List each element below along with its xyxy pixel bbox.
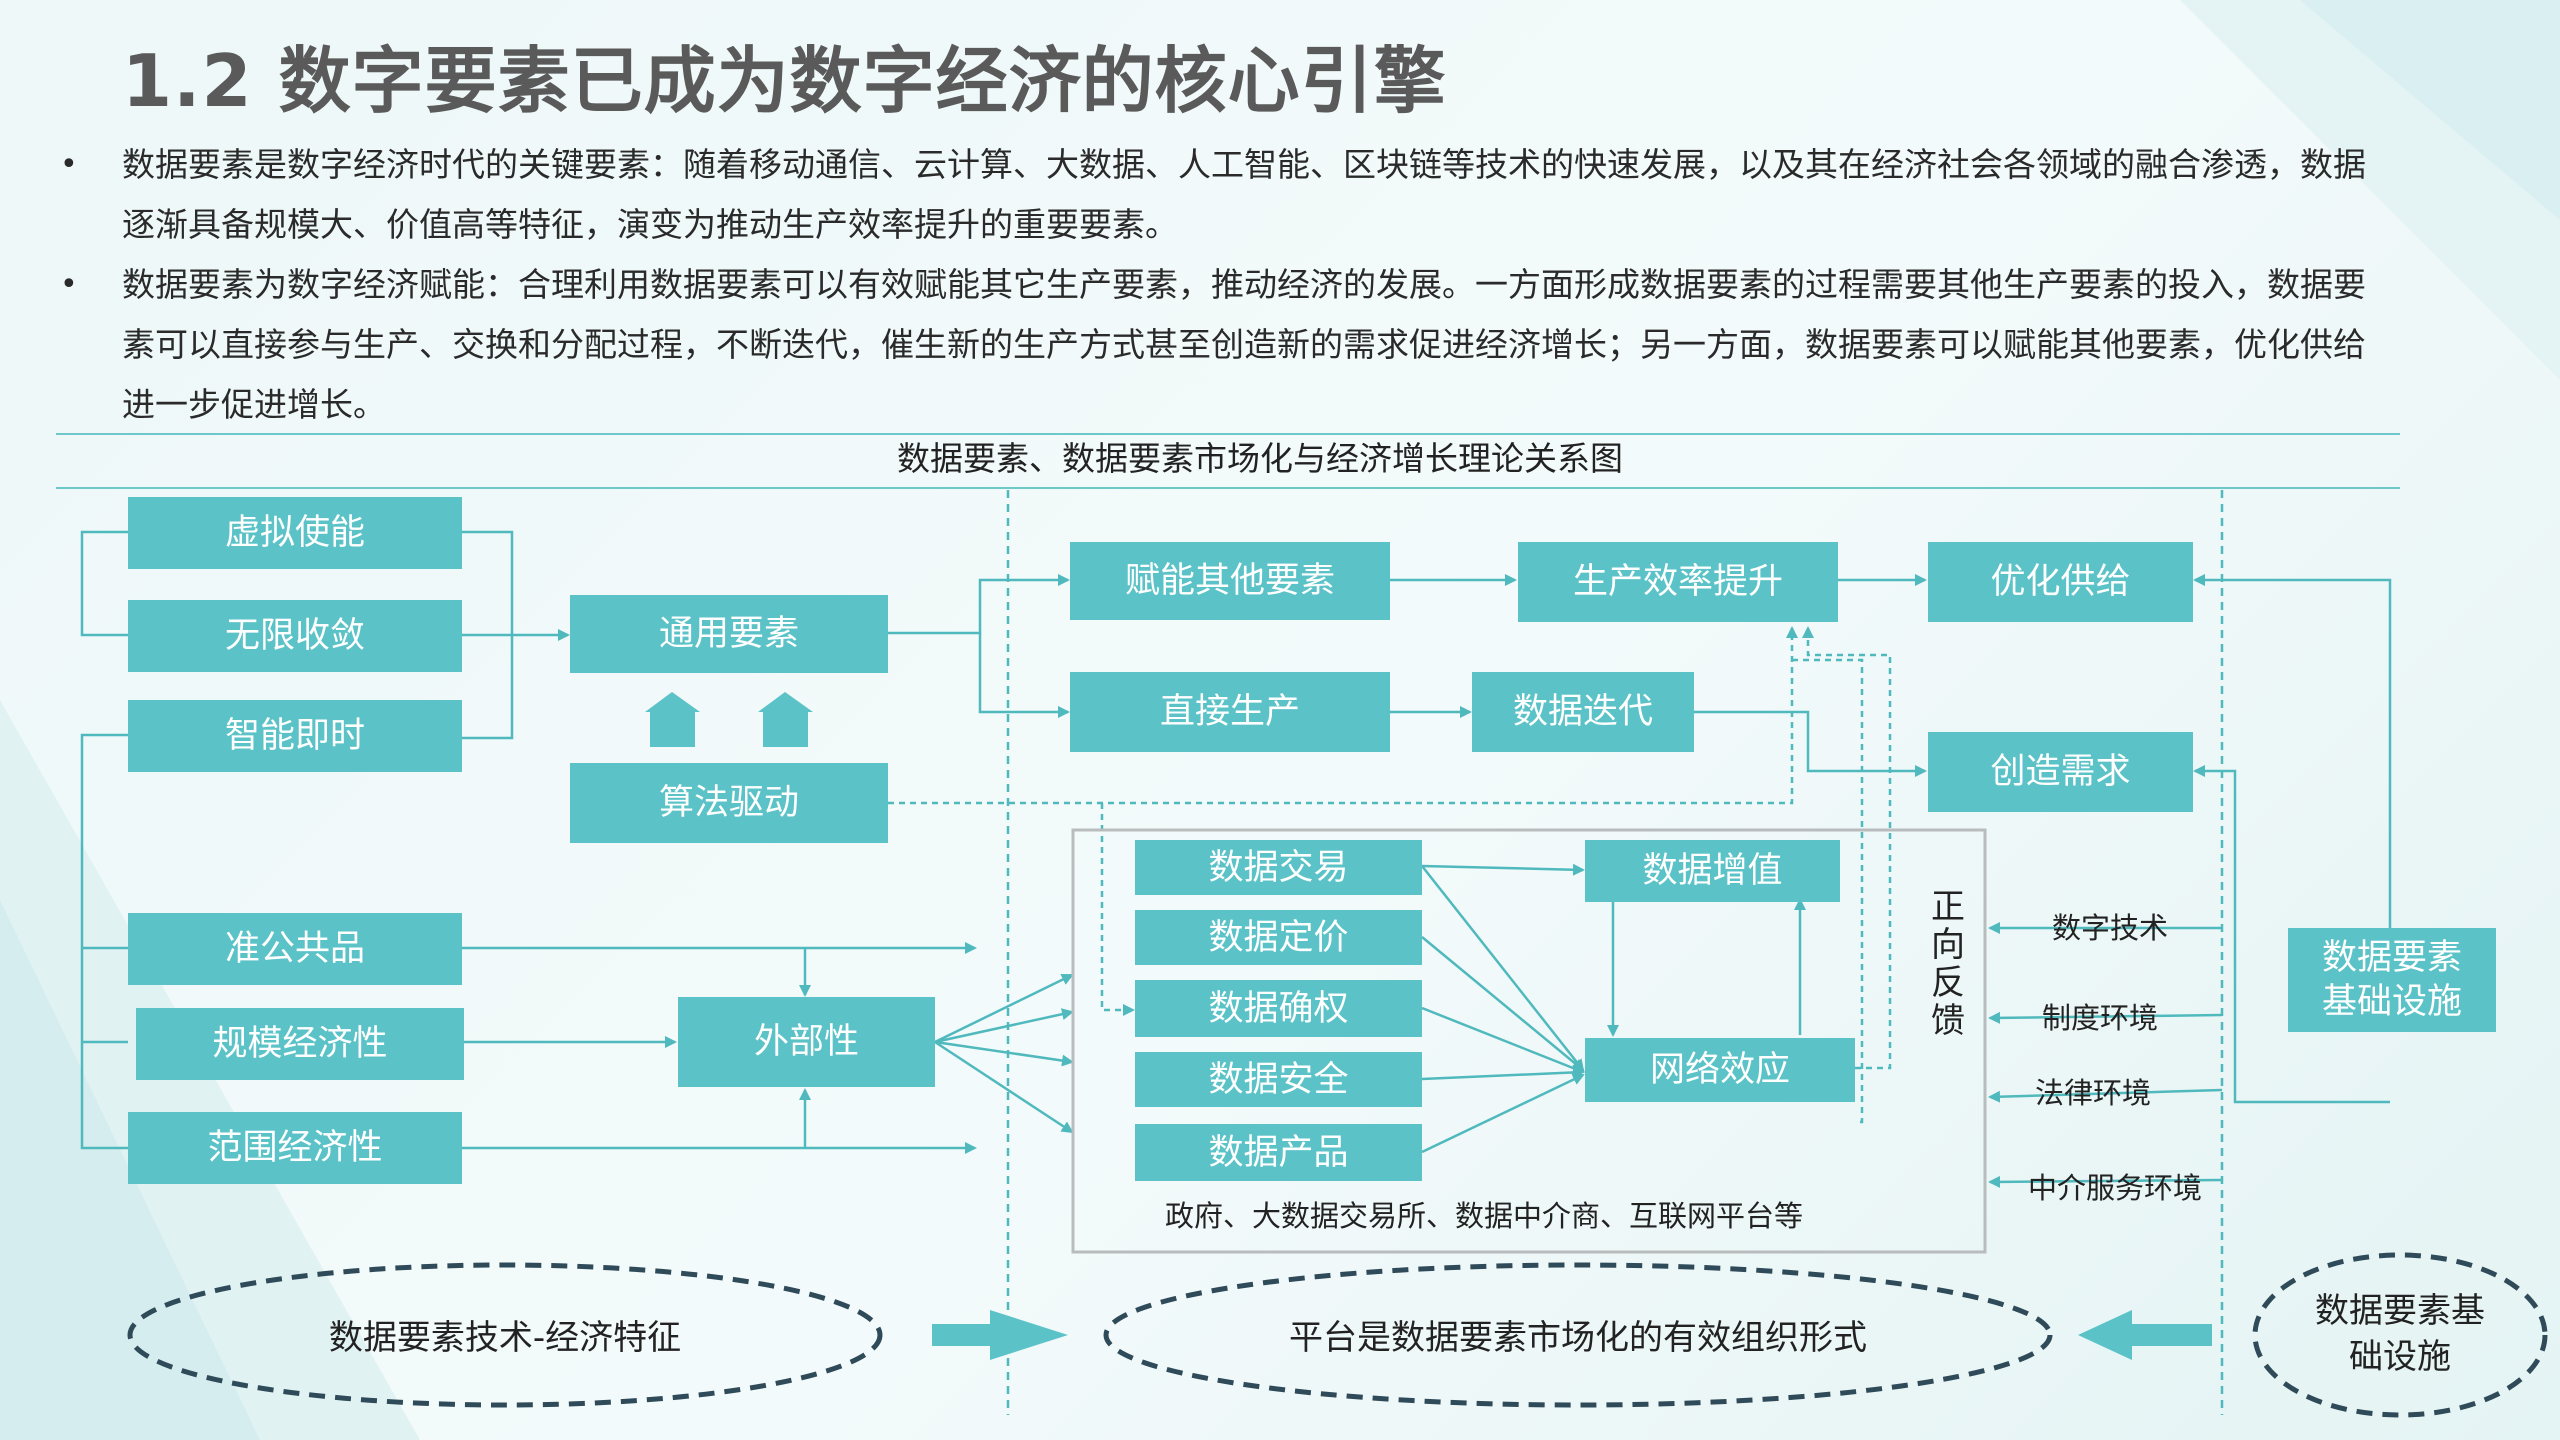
bullet-item-1: • 数据要素是数字经济时代的关键要素：随着移动通信、云计算、大数据、人工智能、区… bbox=[60, 135, 2380, 255]
page-title: 1.2 数字要素已成为数字经济的核心引擎 bbox=[122, 39, 1447, 123]
diagram-caption: 数据要素、数据要素市场化与经济增长理论关系图 bbox=[897, 439, 1623, 478]
positive-feedback-label: 正向反馈 bbox=[1931, 887, 1965, 1041]
bullet-text: 数据要素为数字经济赋能：合理利用数据要素可以有效赋能其它生产要素，推动经济的发展… bbox=[122, 265, 2366, 424]
box-economies-of-scope: 范围经济性 bbox=[128, 1112, 462, 1184]
box-smart-instant: 智能即时 bbox=[128, 700, 462, 772]
box-data-products: 数据产品 bbox=[1135, 1124, 1422, 1181]
box-optimize-supply: 优化供给 bbox=[1928, 542, 2193, 622]
box-virtual-enable: 虚拟使能 bbox=[128, 497, 462, 569]
box-create-demand: 创造需求 bbox=[1928, 732, 2193, 812]
bullet-dot-icon: • bbox=[60, 267, 78, 302]
label-intermediary-services: 中介服务环境 bbox=[2028, 1171, 2203, 1205]
platform-participants-note: 政府、大数据交易所、数据中介商、互联网平台等 bbox=[1165, 1199, 1804, 1233]
box-data-security: 数据安全 bbox=[1135, 1052, 1422, 1107]
oval-data-infrastructure: 数据要素基础设施 bbox=[2315, 1291, 2485, 1377]
box-empower-other-elements: 赋能其他要素 bbox=[1070, 542, 1390, 620]
box-general-element: 通用要素 bbox=[570, 595, 888, 673]
divider-top bbox=[56, 433, 2400, 435]
bullet-text: 数据要素是数字经济时代的关键要素：随着移动通信、云计算、大数据、人工智能、区块链… bbox=[122, 145, 2366, 244]
box-direct-production: 直接生产 bbox=[1070, 672, 1390, 752]
box-algorithm-driven: 算法驱动 bbox=[570, 763, 888, 843]
box-data-pricing: 数据定价 bbox=[1135, 910, 1422, 965]
up-arrow-icon bbox=[645, 692, 813, 747]
box-infinite-convergence: 无限收敛 bbox=[128, 600, 462, 672]
box-economies-of-scale: 规模经济性 bbox=[136, 1008, 464, 1080]
label-digital-technology: 数字技术 bbox=[2052, 911, 2169, 945]
bullet-item-2: • 数据要素为数字经济赋能：合理利用数据要素可以有效赋能其它生产要素，推动经济的… bbox=[60, 255, 2380, 435]
bullet-dot-icon: • bbox=[60, 147, 78, 182]
box-data-value-add: 数据增值 bbox=[1585, 840, 1840, 902]
label-legal-environment: 法律环境 bbox=[2035, 1076, 2152, 1110]
box-data-iteration: 数据迭代 bbox=[1472, 672, 1694, 752]
box-network-effect: 网络效应 bbox=[1585, 1038, 1855, 1102]
box-externality: 外部性 bbox=[678, 997, 935, 1087]
box-data-trading: 数据交易 bbox=[1135, 840, 1422, 895]
oval-platform-organization: 平台是数据要素市场化的有效组织形式 bbox=[1289, 1318, 1867, 1358]
oval-tech-economic-features: 数据要素技术-经济特征 bbox=[328, 1318, 682, 1358]
box-quasi-public-goods: 准公共品 bbox=[128, 913, 462, 985]
box-productivity-increase: 生产效率提升 bbox=[1518, 542, 1838, 622]
divider-bottom bbox=[56, 487, 2400, 489]
label-institutional-environment: 制度环境 bbox=[2042, 1001, 2159, 1035]
box-data-infrastructure: 数据要素基础设施 bbox=[2288, 928, 2496, 1032]
box-data-rights: 数据确权 bbox=[1135, 980, 1422, 1037]
